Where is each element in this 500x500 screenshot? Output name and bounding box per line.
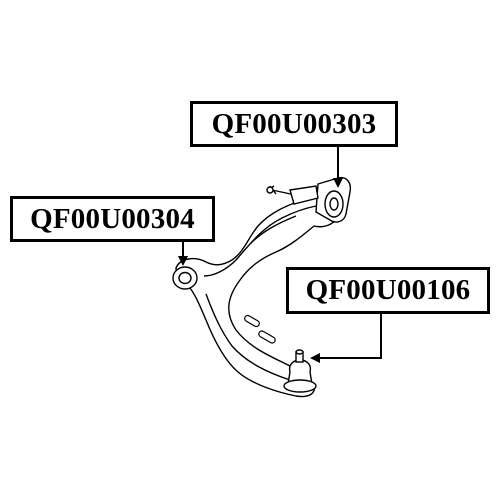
ball-joint-stud-top xyxy=(295,349,304,355)
part-label-ball-joint: QF00U00106 xyxy=(286,267,490,314)
hole-1 xyxy=(244,314,260,328)
front-bushing-inner xyxy=(178,271,192,285)
bracket xyxy=(289,185,319,205)
rear-bushing-core xyxy=(329,197,339,211)
control-arm-flange xyxy=(203,205,317,277)
control-arm-outline xyxy=(175,180,347,398)
front-bushing xyxy=(172,266,198,290)
control-arm xyxy=(175,180,347,398)
control-arm-flange-lower xyxy=(205,293,291,381)
leader-lines xyxy=(178,147,382,363)
part-label-upper-bushing: QF00U00303 xyxy=(190,101,398,147)
arm-holes xyxy=(244,314,276,344)
hole-2 xyxy=(258,330,276,344)
leader-ball-joint xyxy=(310,314,382,363)
rear-bushing xyxy=(266,176,352,223)
ball-joint xyxy=(283,349,317,393)
control-arm-rib xyxy=(249,215,297,245)
ball-joint-base xyxy=(283,379,317,393)
part-label-front-bushing: QF00U00304 xyxy=(10,196,215,242)
mounting-bolt-head xyxy=(266,186,274,194)
